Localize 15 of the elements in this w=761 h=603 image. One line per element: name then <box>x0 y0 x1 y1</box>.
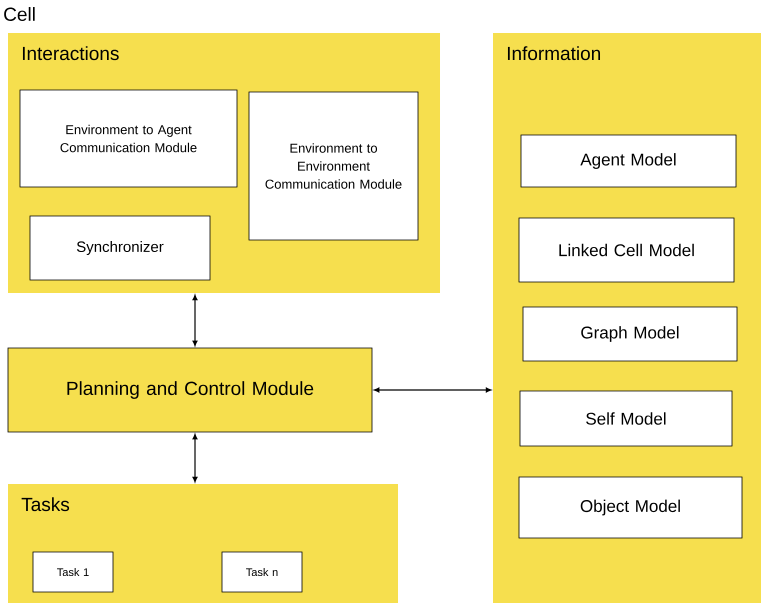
process-box: Environment to Environment Communication Module <box>248 92 418 240</box>
process-box: Self Model <box>520 390 732 446</box>
process-box: Graph Model <box>522 306 738 362</box>
process-box: Task 1 <box>32 552 114 592</box>
arrow <box>192 434 198 482</box>
module-box: Planning and Control Module <box>8 348 372 432</box>
process-box: Linked Cell Model <box>518 218 734 282</box>
process-box: Task n <box>222 552 302 592</box>
process-box: Synchronizer <box>30 216 210 280</box>
process-box: Environment to Agent Communication Module <box>20 90 238 188</box>
arrow <box>192 294 198 346</box>
diagram-title: Cell <box>4 7 35 21</box>
process-box: Object Model <box>518 476 742 538</box>
process-box: Agent Model <box>520 134 736 188</box>
arrow <box>374 388 492 392</box>
